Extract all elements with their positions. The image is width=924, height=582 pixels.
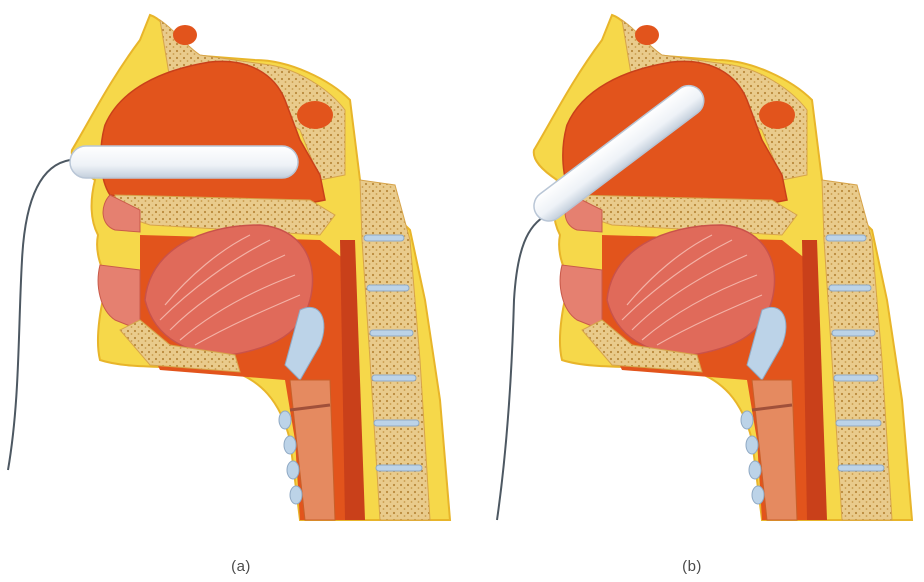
panel-b: (b) bbox=[462, 0, 924, 582]
panel-a: (a) bbox=[0, 0, 462, 582]
anatomy-illustration-a bbox=[0, 0, 462, 552]
anatomy-illustration-b bbox=[462, 0, 924, 552]
probe bbox=[70, 146, 298, 178]
panel-label: (a) bbox=[211, 558, 271, 575]
probe-wire bbox=[8, 160, 70, 470]
panel-label: (b) bbox=[662, 558, 722, 575]
probe-wire bbox=[497, 215, 547, 520]
